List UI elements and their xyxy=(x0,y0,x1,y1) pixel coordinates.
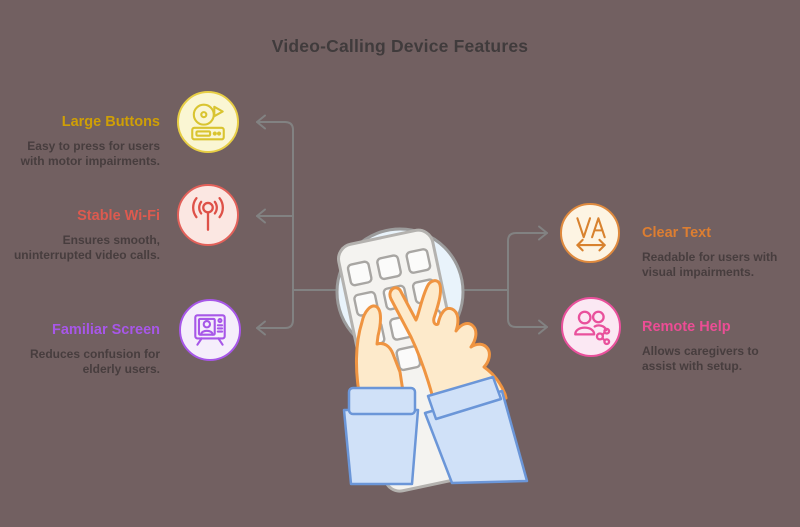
tv-with-person-icon xyxy=(194,314,226,346)
feature-familiar-screen: Familiar Screen Reduces confusion for el… xyxy=(10,322,160,376)
feature-heading: Large Buttons xyxy=(61,114,160,130)
familiar-screen-icon-badge xyxy=(179,299,241,361)
feature-heading: Clear Text xyxy=(642,225,712,241)
large-buttons-icon-badge xyxy=(177,91,239,153)
page-title: Video-Calling Device Features xyxy=(271,36,529,56)
left-sleeve xyxy=(342,408,420,486)
va-letter-spacing-icon xyxy=(576,217,606,252)
feature-heading: Familiar Screen xyxy=(52,322,160,338)
feature-clear-text: Clear Text Readable for users with visua… xyxy=(642,225,787,279)
feature-heading: Remote Help xyxy=(642,319,731,335)
sleeves xyxy=(342,375,529,486)
feature-description: Easy to press for users with motor impai… xyxy=(20,139,160,168)
people-share-icon xyxy=(574,310,611,346)
left-hand xyxy=(354,304,406,400)
arrowhead-right-1 xyxy=(538,225,548,241)
stable-wifi-icon-badge xyxy=(177,184,239,246)
feature-description: Ensures smooth, uninterrupted video call… xyxy=(13,233,160,262)
right-hand xyxy=(388,279,508,400)
feature-description: Reduces confusion for elderly users. xyxy=(29,347,160,376)
connector-left xyxy=(256,114,337,336)
remote-help-icon-badge xyxy=(561,297,621,357)
right-cuff xyxy=(426,375,503,421)
antenna-signal-icon xyxy=(192,197,224,231)
clear-text-icon-badge xyxy=(560,203,620,263)
arrowhead-right-2 xyxy=(538,319,548,335)
left-cuff xyxy=(347,386,417,416)
feature-stable-wifi: Stable Wi-Fi Ensures smooth, uninterrupt… xyxy=(10,208,160,262)
feature-description: Readable for users with visual impairmen… xyxy=(642,250,778,279)
arrowhead-left-2 xyxy=(256,208,266,224)
arrowhead-left-3 xyxy=(256,320,266,336)
feature-description: Allows caregivers to assist with setup. xyxy=(642,344,759,373)
arrowhead-left-1 xyxy=(256,114,266,130)
feature-remote-help: Remote Help Allows caregivers to assist … xyxy=(642,319,787,373)
feature-heading: Stable Wi-Fi xyxy=(77,208,160,224)
media-player-icon xyxy=(191,103,225,141)
connector-right xyxy=(463,225,548,335)
feature-large-buttons: Large Buttons Easy to press for users wi… xyxy=(10,114,160,168)
